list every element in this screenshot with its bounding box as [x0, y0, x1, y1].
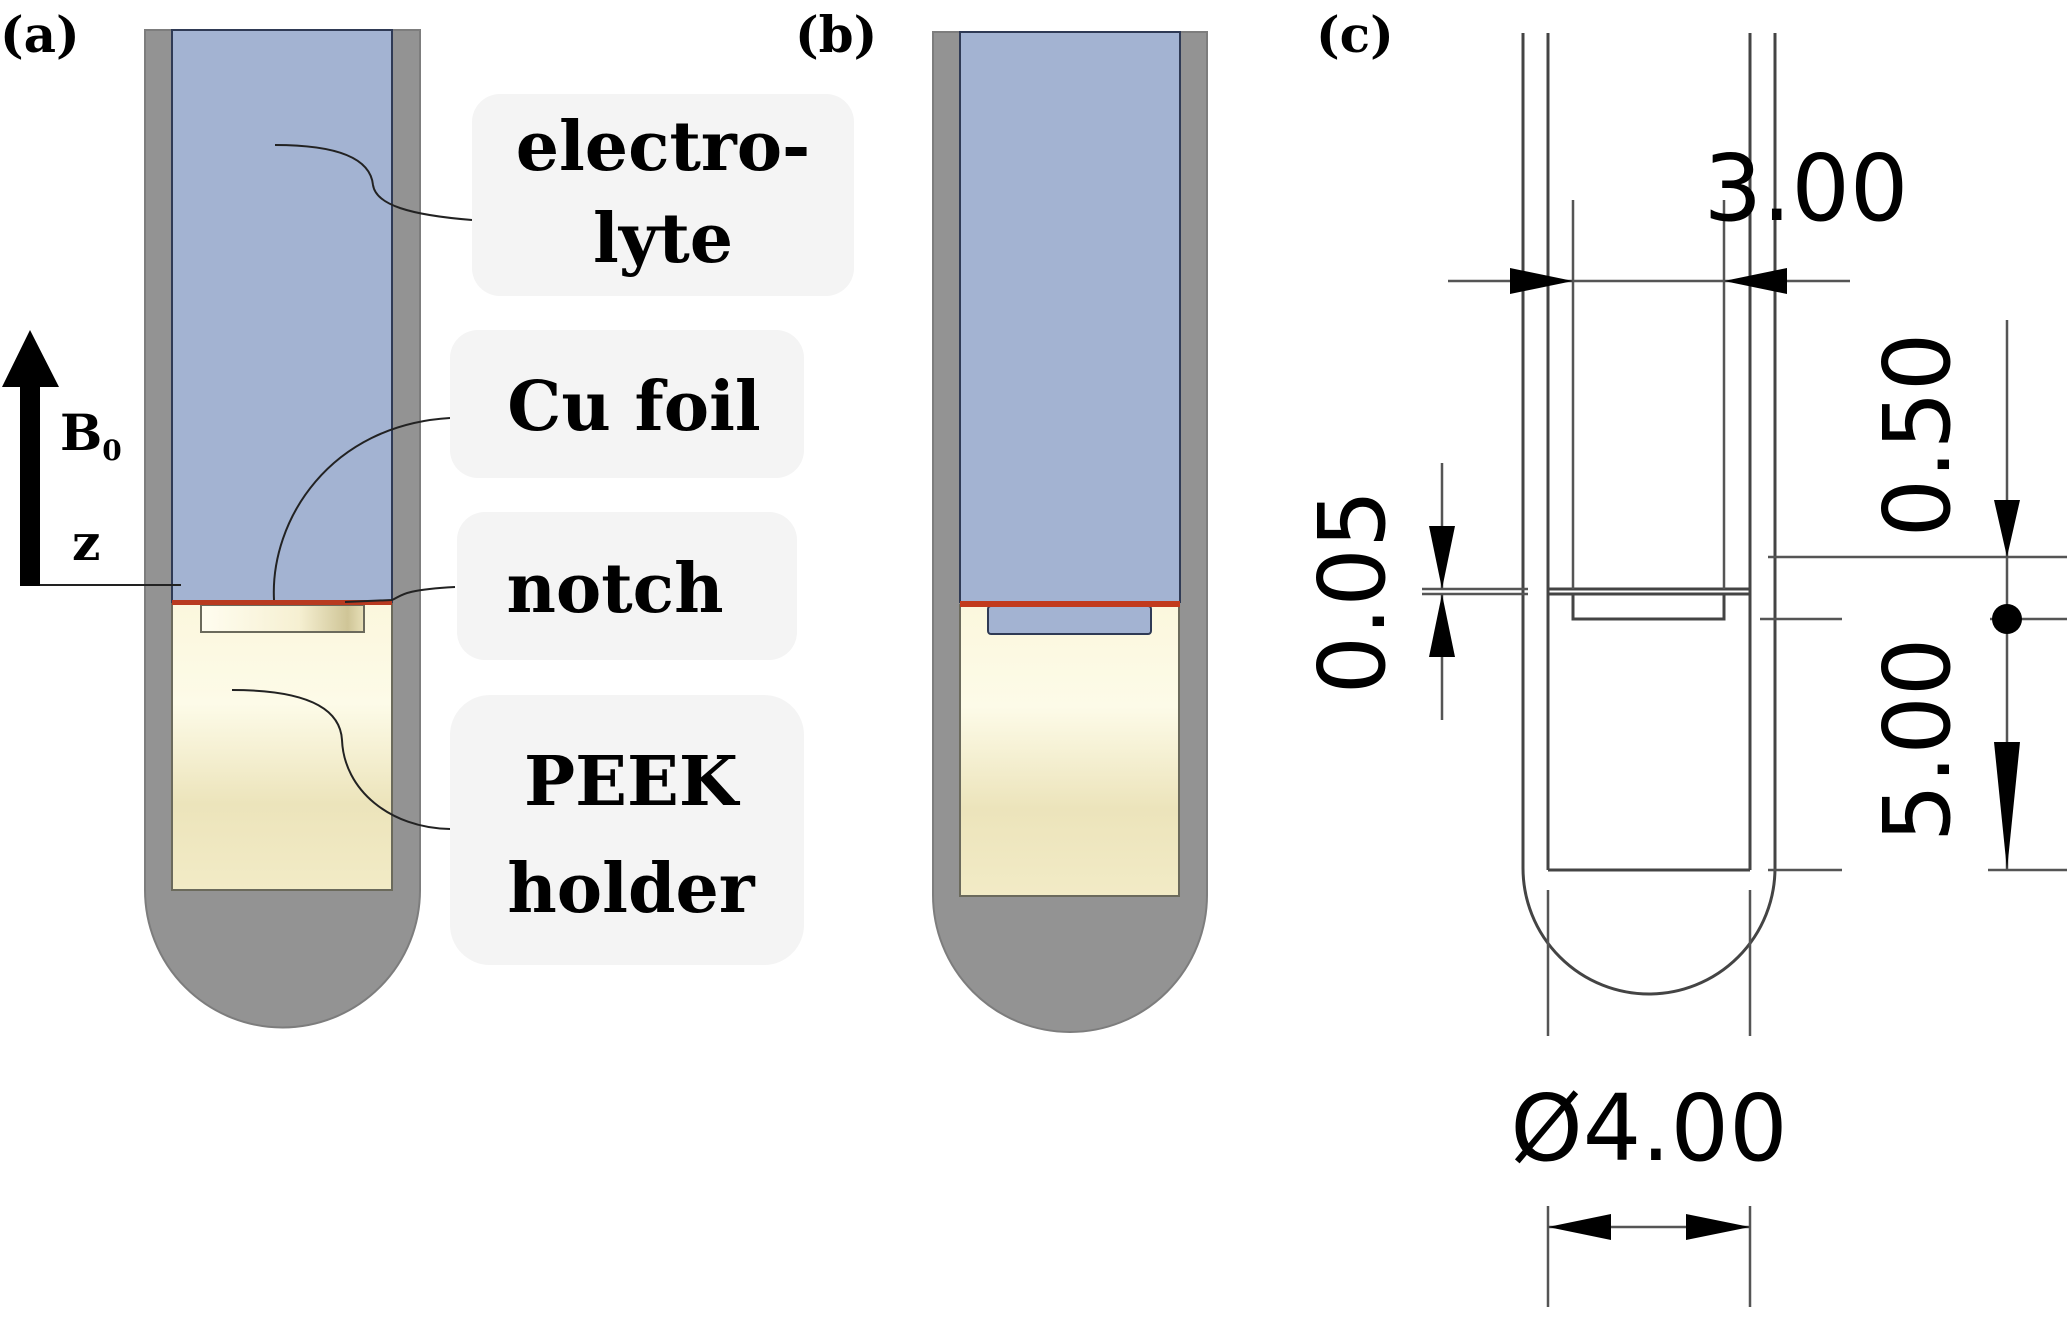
- electrolyte-region-b: [959, 31, 1181, 603]
- dim-width-top: 3.00: [1448, 135, 1908, 589]
- leader-cu-foil: [272, 417, 451, 601]
- dim-5-00-text: 5.00: [1864, 638, 1971, 843]
- panel-c: (c) 3.00: [1299, 5, 2067, 1307]
- callout-peek-line2: holder: [507, 849, 755, 929]
- dim-diameter-text: Ø4.00: [1510, 1075, 1787, 1182]
- leader-electrolyte: [274, 144, 473, 221]
- callout-notch-text: notch: [506, 549, 723, 629]
- notch: [200, 604, 365, 633]
- dim-0-05-text: 0.05: [1299, 490, 1406, 695]
- b0-subscript: 0: [102, 434, 121, 467]
- dimension-origin-dot: [1992, 604, 2022, 634]
- notch-filled-b: [987, 605, 1152, 635]
- arrow-down-icon: [1994, 742, 2020, 870]
- panel-c-label: (c): [1316, 5, 1394, 64]
- electrolyte-region: [171, 29, 393, 603]
- dim-diameter: Ø4.00: [1510, 890, 1788, 1307]
- callout-electrolyte-line1: electro-: [516, 107, 811, 187]
- tube-outline: [1521, 33, 1777, 996]
- callout-notch: notch: [457, 512, 797, 660]
- callout-electrolyte-line2: lyte: [593, 199, 733, 279]
- dim-depths: 0.50 5.00: [1760, 320, 2067, 872]
- callout-cu-foil: Cu foil: [450, 330, 804, 478]
- cu-foil: [172, 600, 392, 605]
- arrow-left-icon: [1548, 1214, 1611, 1240]
- arrow-down-icon: [1994, 500, 2020, 557]
- svg-text:B0: B0: [60, 403, 122, 467]
- dim-0-50-text: 0.50: [1864, 333, 1971, 538]
- b0-label: B: [60, 403, 102, 462]
- arrow-up-icon: [1429, 594, 1455, 657]
- peek-holder: [171, 603, 393, 891]
- callout-cu-foil-text: Cu foil: [507, 367, 761, 447]
- callout-electrolyte: electro- lyte: [472, 94, 854, 296]
- arrow-right-icon: [1510, 268, 1573, 294]
- panel-a: (a) B0 z electro- lyte: [0, 5, 854, 1029]
- arrow-down-icon: [1429, 526, 1455, 589]
- arrow-right-icon: [1686, 1214, 1750, 1240]
- panel-b-label: (b): [795, 5, 877, 64]
- peek-holder-b: [959, 604, 1180, 897]
- callout-peek-line1: PEEK: [524, 742, 741, 822]
- dim-notch-thickness: 0.05: [1299, 463, 1528, 720]
- arrow-up-icon: [2, 330, 59, 586]
- arrow-left-icon: [1724, 268, 1787, 294]
- leader-peek: [231, 689, 451, 830]
- cu-foil-b: [960, 601, 1180, 607]
- b0-field-axis: B0 z: [2, 330, 181, 586]
- panel-b: (b): [795, 5, 1208, 1033]
- panel-a-label: (a): [0, 5, 80, 64]
- dim-3-00-text: 3.00: [1704, 135, 1909, 242]
- callout-peek-holder: PEEK holder: [450, 695, 804, 965]
- leader-notch: [344, 586, 456, 603]
- z-axis-label: z: [72, 513, 100, 572]
